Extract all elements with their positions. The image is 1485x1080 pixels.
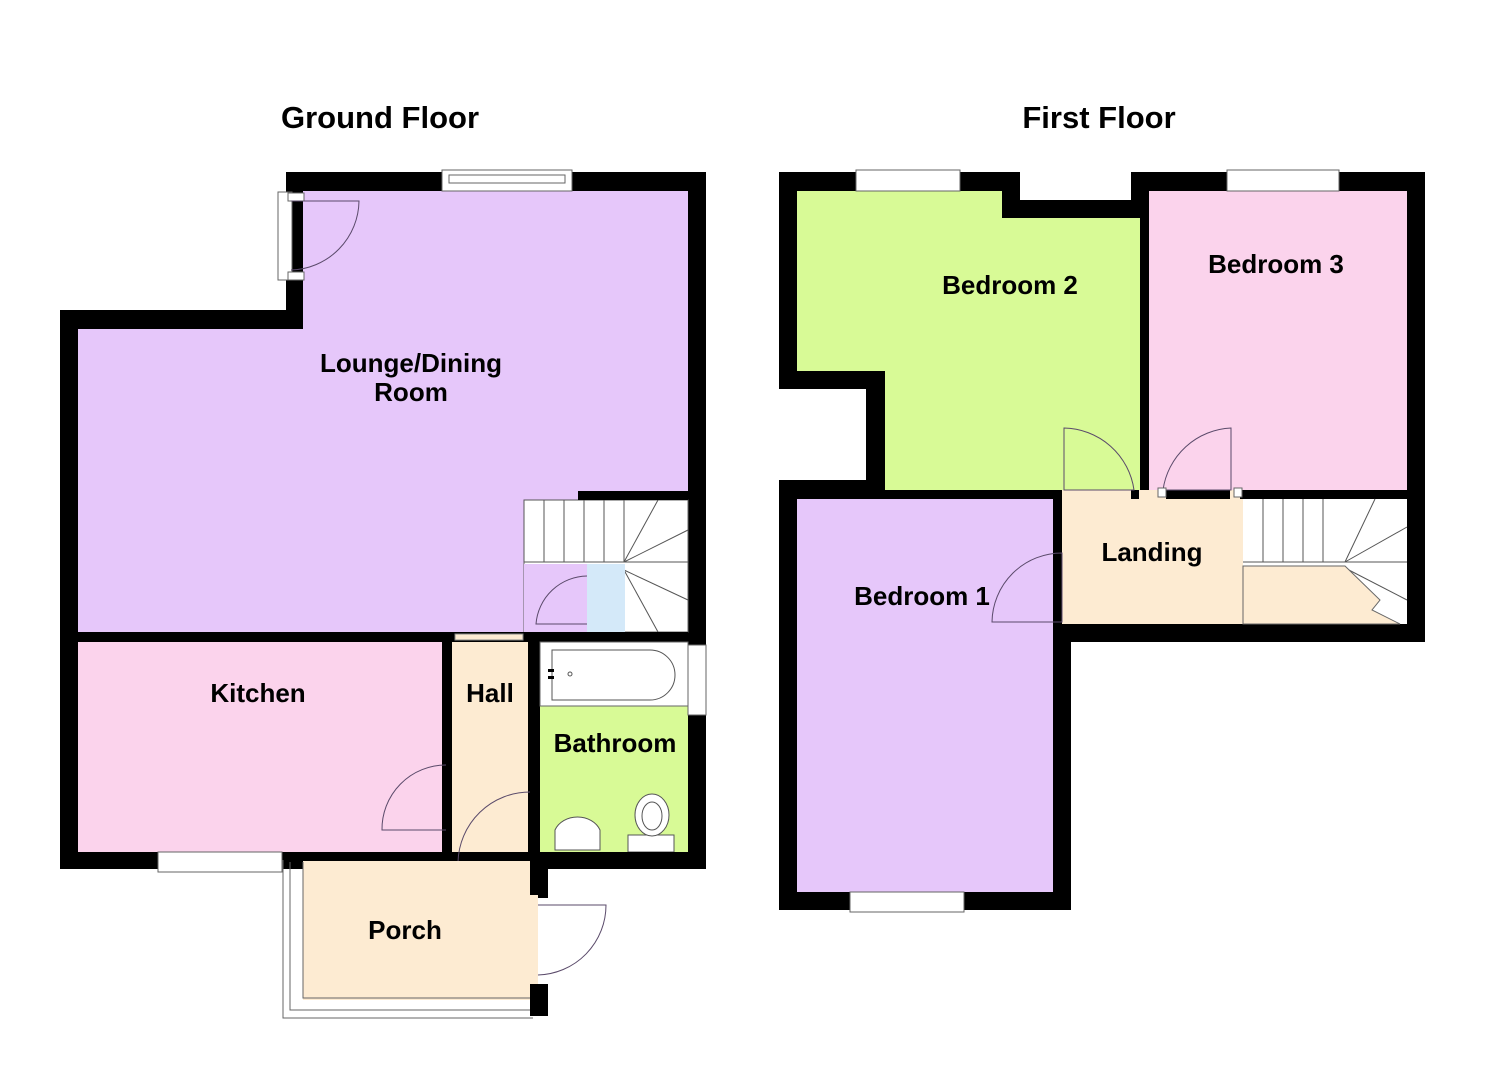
label-bedroom-2: Bedroom 2 [942, 270, 1078, 300]
label-lounge-dining-line2: Room [374, 377, 448, 407]
label-kitchen: Kitchen [210, 678, 305, 708]
label-bedroom-3: Bedroom 3 [1208, 249, 1344, 279]
label-landing: Landing [1101, 537, 1202, 567]
label-bedroom-1: Bedroom 1 [854, 581, 990, 611]
room-kitchen [78, 642, 442, 852]
room-hall [452, 642, 528, 852]
room-lounge-dining [78, 191, 688, 632]
label-hall: Hall [466, 678, 514, 708]
toilet [627, 834, 675, 853]
first-floor: First Floor Bedroom 2 Bedroom 3 Landing … [779, 100, 1425, 913]
label-bathroom: Bathroom [554, 728, 677, 758]
room-bedroom-3 [1149, 191, 1407, 490]
room-bedroom-1 [797, 499, 1053, 892]
under-stairs-cupboard [587, 564, 625, 632]
basin [554, 816, 601, 851]
label-porch: Porch [368, 915, 442, 945]
room-bedroom-2 [797, 191, 1140, 490]
label-lounge-dining: Lounge/Dining [320, 348, 502, 378]
first-floor-title: First Floor [1022, 100, 1175, 135]
ground-floor: Ground Floor Lounge/Dining Room Kitchen … [60, 100, 707, 1019]
ground-floor-title: Ground Floor [281, 100, 479, 135]
room-porch [303, 861, 538, 1000]
